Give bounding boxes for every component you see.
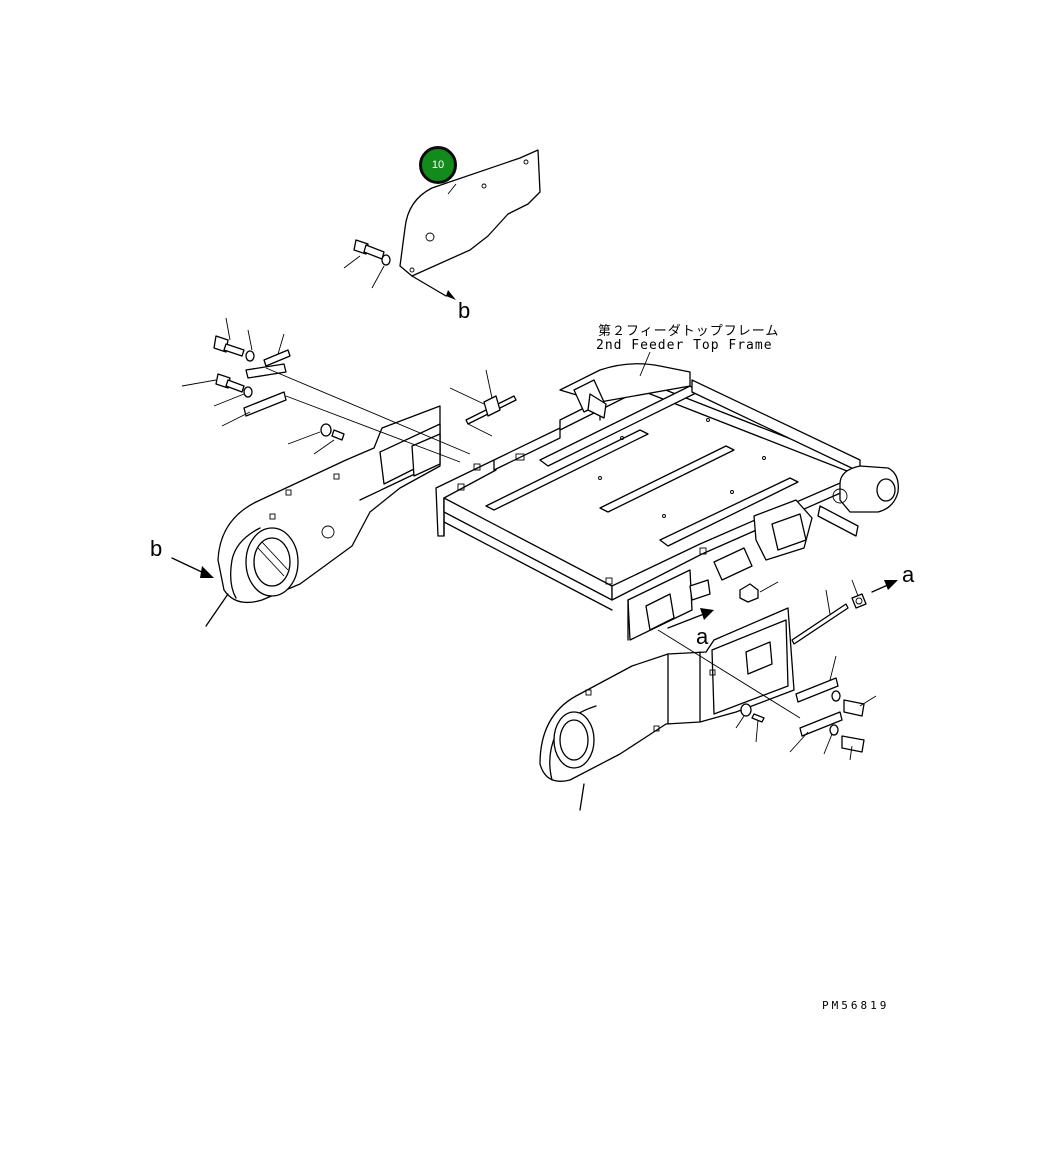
right-fasteners xyxy=(735,655,877,761)
drawing-code: PM56819 xyxy=(822,999,890,1012)
adjust-rod-right xyxy=(791,579,867,645)
frame-nut xyxy=(739,581,779,603)
label-b-top: b xyxy=(458,298,471,323)
callout-number: 10 xyxy=(431,159,445,171)
label-b-left: b xyxy=(150,536,163,561)
title-japanese: 第２フィーダトップフレーム xyxy=(598,324,780,339)
title-english: 2nd Feeder Top Frame xyxy=(596,338,773,353)
label-a-right: a xyxy=(902,562,915,587)
left-arm xyxy=(205,405,441,627)
cover-plate xyxy=(399,149,541,277)
arrow-a-right xyxy=(871,580,898,593)
arrow-b-left xyxy=(171,557,214,578)
left-fasteners xyxy=(181,317,471,463)
top-frame xyxy=(435,363,899,641)
label-a-bottom: a xyxy=(696,624,709,649)
callout-badge-10[interactable]: 10 xyxy=(419,146,457,184)
cover-bolt xyxy=(343,239,456,300)
adjust-rod-left xyxy=(449,369,517,437)
arrow-a-bottom xyxy=(667,608,714,629)
right-arm xyxy=(539,607,801,811)
